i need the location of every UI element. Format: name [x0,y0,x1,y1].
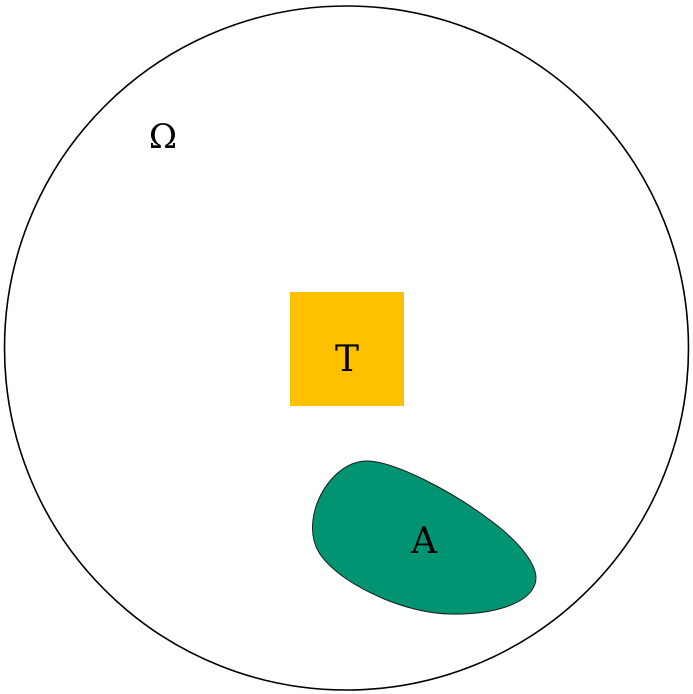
region-a-label: A [410,521,438,562]
region-a-shape [311,460,537,615]
target-label: T [335,339,359,380]
target-square [290,292,404,406]
domain-label: Ω [149,117,177,157]
region-a: A [311,460,537,615]
target-region-t: T [290,292,404,406]
